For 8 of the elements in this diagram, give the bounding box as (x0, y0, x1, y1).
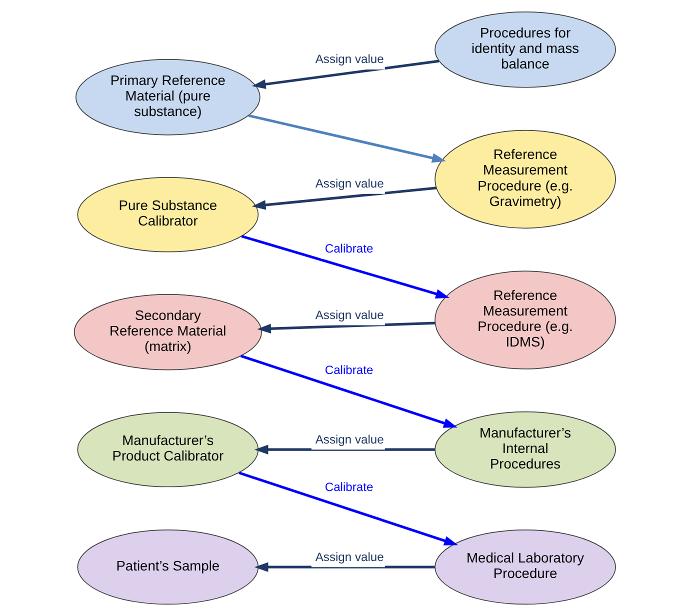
edge-label: Assign value (314, 308, 384, 322)
edge-label: Assign value (314, 176, 384, 191)
edge-label: Assign value (314, 432, 384, 446)
edge-label: Calibrate (324, 241, 373, 256)
edge-label: Assign value (314, 52, 384, 66)
edge-label: Calibrate (324, 480, 373, 494)
edge-label: Assign value (314, 550, 384, 564)
edge-label: Calibrate (324, 363, 373, 378)
